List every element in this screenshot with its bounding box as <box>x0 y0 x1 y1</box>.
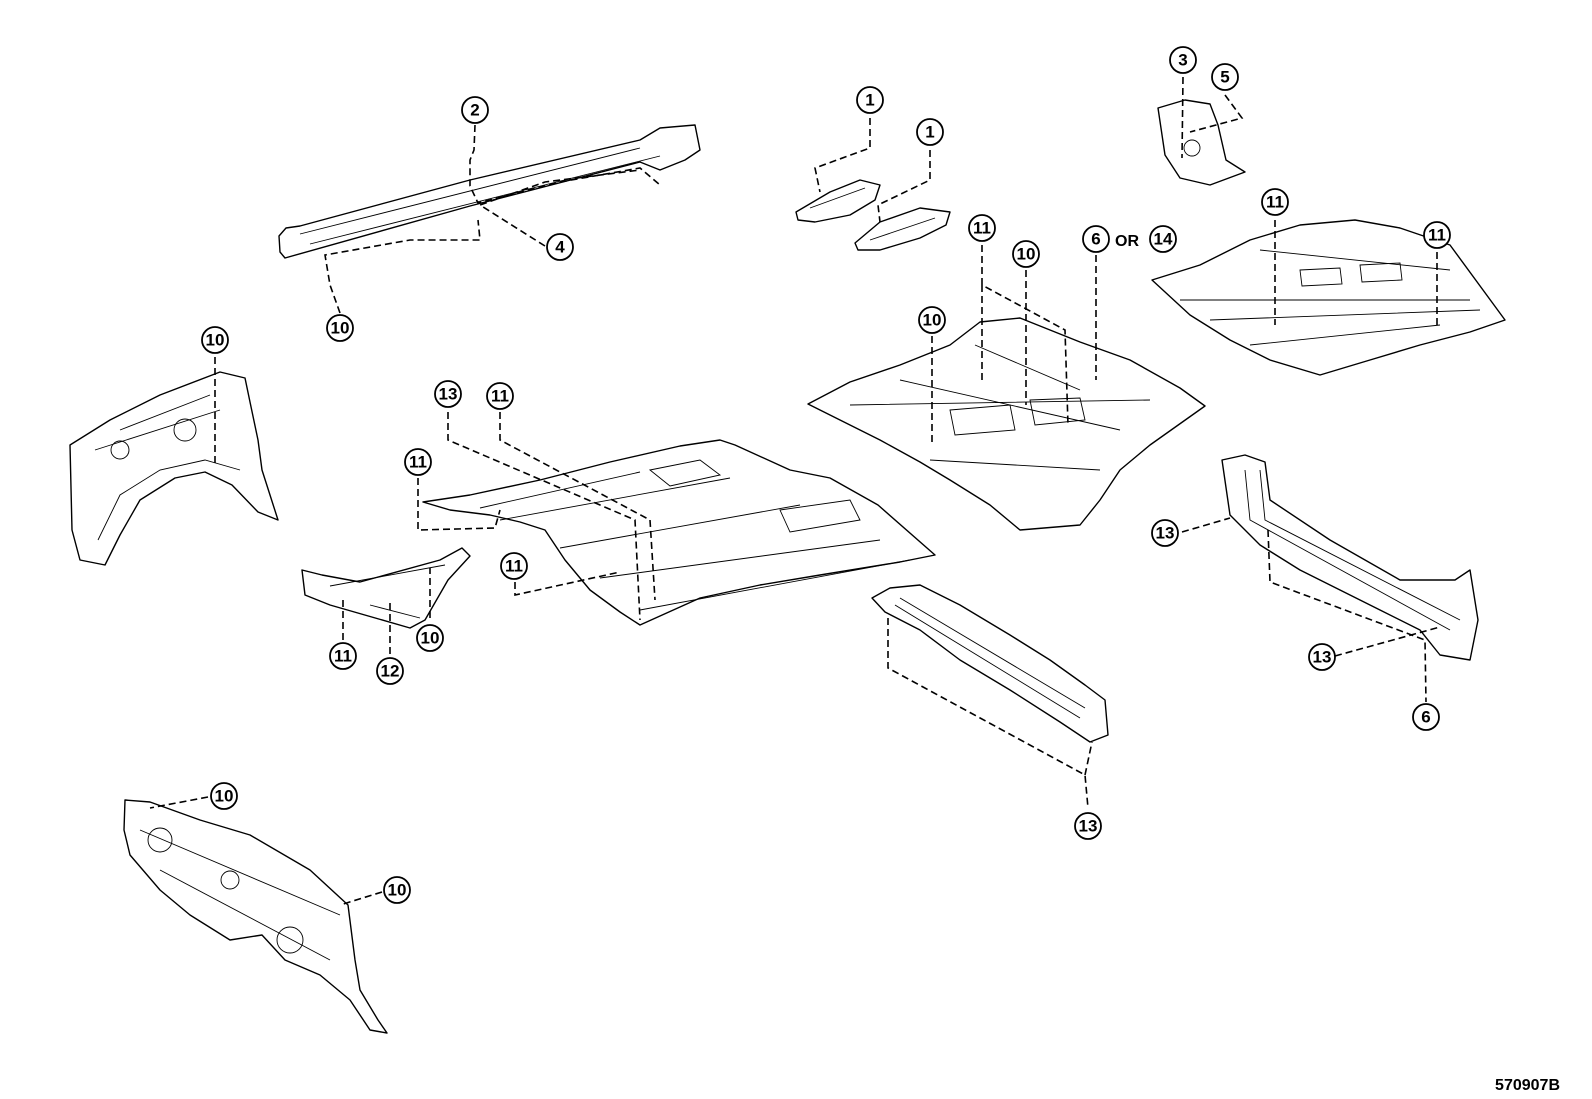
callout-11-front-floor-b: 11 <box>404 448 432 476</box>
front-floor-pan-part <box>422 439 936 626</box>
svg-text:2: 2 <box>470 101 479 120</box>
callout-10-rail: 10 <box>326 314 354 342</box>
callout-11-floor-mid: 11 <box>968 214 996 242</box>
svg-text:6: 6 <box>1421 708 1430 727</box>
callout-10-dash-top: 10 <box>210 782 238 810</box>
floor-bracket-1b-part <box>854 207 951 251</box>
svg-text:11: 11 <box>1266 193 1284 212</box>
reference-code: 570907B <box>1495 1077 1560 1094</box>
svg-text:10: 10 <box>923 311 942 330</box>
svg-text:3: 3 <box>1178 51 1187 70</box>
svg-text:12: 12 <box>381 662 400 681</box>
callout-11-front-floor-c: 11 <box>500 552 528 580</box>
rear-side-member-part <box>1221 454 1479 661</box>
svg-text:10: 10 <box>331 319 350 338</box>
svg-text:13: 13 <box>1079 817 1098 836</box>
callout-1b: 1 <box>916 118 944 146</box>
callout-5: 5 <box>1211 63 1239 91</box>
svg-text:1: 1 <box>865 91 874 110</box>
callout-13-rear-member-top: 13 <box>1151 519 1179 547</box>
callout-1a: 1 <box>856 86 884 114</box>
svg-text:11: 11 <box>491 387 509 406</box>
wheelhouse-inner-part <box>69 371 279 566</box>
svg-text:14: 14 <box>1154 230 1173 249</box>
callout-2: 2 <box>461 96 489 124</box>
callout-10-floor-mid: 10 <box>1012 240 1040 268</box>
callout-6-bottom: 6 <box>1412 703 1440 731</box>
callout-14: 14 <box>1149 225 1177 253</box>
svg-text:11: 11 <box>334 647 352 666</box>
rear-floor-pan-part <box>807 317 1206 531</box>
callout-10-floor-left: 10 <box>918 306 946 334</box>
svg-text:11: 11 <box>505 557 523 576</box>
svg-text:4: 4 <box>555 238 565 257</box>
svg-text:11: 11 <box>973 219 991 238</box>
callout-11-ext-right: 11 <box>1423 221 1451 249</box>
floor-side-member-part <box>301 547 471 629</box>
callout-11-front-floor-a: 11 <box>486 382 514 410</box>
callout-11-side-member: 11 <box>329 642 357 670</box>
svg-text:10: 10 <box>215 787 234 806</box>
callout-4: 4 <box>546 233 574 261</box>
callout-11-ext-left: 11 <box>1261 188 1289 216</box>
svg-text:11: 11 <box>409 453 427 472</box>
upper-bracket-part <box>1157 99 1246 186</box>
svg-text:10: 10 <box>421 629 440 648</box>
floor-bracket-1a-part <box>795 179 881 223</box>
svg-text:13: 13 <box>1313 648 1332 667</box>
callout-12: 12 <box>376 657 404 685</box>
svg-text:13: 13 <box>1156 524 1175 543</box>
svg-text:10: 10 <box>206 331 225 350</box>
svg-text:11: 11 <box>1428 226 1446 245</box>
svg-text:10: 10 <box>1017 245 1036 264</box>
rear-floor-extension-part <box>1151 219 1506 376</box>
dash-panel-part <box>123 799 388 1034</box>
rocker-rail-part <box>278 124 701 259</box>
callout-13-rear-member-bottom: 13 <box>1308 643 1336 671</box>
svg-text:13: 13 <box>439 385 458 404</box>
svg-text:1: 1 <box>925 123 934 142</box>
svg-text:10: 10 <box>388 881 407 900</box>
rear-crossmember-part <box>871 584 1109 743</box>
callout-10-side-member: 10 <box>416 624 444 652</box>
svg-text:6: 6 <box>1091 230 1100 249</box>
callout-10-wheelhouse: 10 <box>201 326 229 354</box>
callout-6-top: 6 <box>1082 225 1110 253</box>
callout-13-front-floor: 13 <box>434 380 462 408</box>
svg-text:5: 5 <box>1220 68 1229 87</box>
callout-3: 3 <box>1169 46 1197 74</box>
leader-lines <box>149 76 1441 906</box>
or-label: OR <box>1115 233 1139 250</box>
callout-10-dash-right: 10 <box>383 876 411 904</box>
callout-13-crossmember: 13 <box>1074 812 1102 840</box>
